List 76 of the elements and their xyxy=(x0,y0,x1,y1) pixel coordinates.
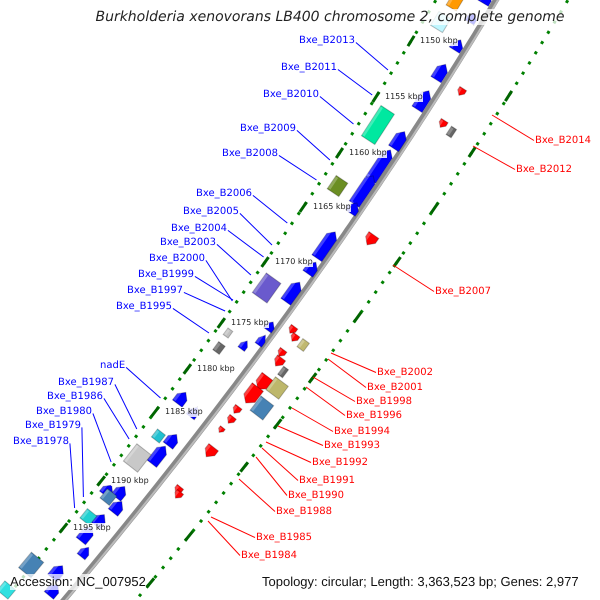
leader-line xyxy=(328,358,366,388)
gene-label: Bxe_B2002 xyxy=(377,366,433,379)
leader-line xyxy=(312,376,356,402)
gene-label: nadE xyxy=(100,359,126,372)
tick-label: 1165 kbp xyxy=(313,202,351,212)
gene-label: Bxe_B2006 xyxy=(196,187,252,200)
gene-label: Bxe_B2000 xyxy=(149,252,205,265)
gene-label: Bxe_B2011 xyxy=(281,61,337,74)
leader-line xyxy=(278,426,324,446)
tick-label: 1155 kbp xyxy=(385,92,423,102)
gene-label: Bxe_B1979 xyxy=(25,419,81,432)
leader-line xyxy=(392,264,434,292)
gene-label: Bxe_B2012 xyxy=(516,163,572,176)
leader-line xyxy=(238,478,276,512)
gene-label: Bxe_B2001 xyxy=(367,381,423,394)
gene-label: Bxe_B1990 xyxy=(288,489,344,502)
leader-line xyxy=(256,456,288,496)
gene-label: Bxe_B2007 xyxy=(435,285,491,298)
leader-line xyxy=(103,398,130,440)
leader-line xyxy=(205,260,233,302)
gene-label: Bxe_B2008 xyxy=(222,147,278,160)
gene-label: Bxe_B2003 xyxy=(160,236,216,249)
gene-label: Bxe_B2010 xyxy=(263,88,319,101)
leader-line xyxy=(216,244,252,276)
tick-label: 1185 kbp xyxy=(165,407,203,417)
leader-line xyxy=(114,384,138,430)
gene-label: Bxe_B1998 xyxy=(356,395,412,408)
leader-line xyxy=(292,408,334,432)
leader-line xyxy=(252,194,288,224)
gene-label: Bxe_B1995 xyxy=(116,300,172,313)
leader-line xyxy=(319,96,354,124)
leader-line xyxy=(210,516,256,538)
gene-label: Bxe_B2014 xyxy=(535,134,591,147)
gene-label: Bxe_B1992 xyxy=(312,456,368,469)
gene-label: Bxe_B1978 xyxy=(13,435,69,448)
leader-line xyxy=(266,442,312,463)
gene-label: Bxe_B2004 xyxy=(171,222,227,235)
leader-line xyxy=(208,520,240,556)
gene-label: Bxe_B2013 xyxy=(299,34,355,47)
gene-label: Bxe_B1987 xyxy=(58,376,114,389)
leader-line xyxy=(306,386,346,416)
leader-line xyxy=(81,426,84,498)
gene-label: Bxe_B1988 xyxy=(276,505,332,518)
tick-label: 1180 kbp xyxy=(197,364,235,374)
gene-label: Bxe_B1986 xyxy=(47,390,103,403)
tick-label: 1160 kbp xyxy=(349,148,387,158)
leader-line xyxy=(183,292,226,312)
gene-label: Bxe_B1999 xyxy=(138,268,194,281)
leader-line xyxy=(194,276,234,300)
gene-label: Bxe_B1984 xyxy=(241,549,297,562)
leader-line xyxy=(355,42,388,70)
leader-line xyxy=(330,352,376,373)
tick-label: 1175 kbp xyxy=(231,318,269,328)
leader-line xyxy=(126,366,161,398)
leader-line xyxy=(172,308,210,334)
leader-line xyxy=(69,442,76,508)
genome-info-note: Topology: circular; Length: 3,363,523 bp; Genes: 2,977 xyxy=(262,574,579,590)
leader-line xyxy=(92,412,112,462)
gene-label: Bxe_B1991 xyxy=(299,474,355,487)
gene-label: Bxe_B2005 xyxy=(183,205,239,218)
leader-line xyxy=(227,230,264,258)
leader-line xyxy=(278,154,317,180)
leader-line xyxy=(262,448,298,481)
leader-line xyxy=(337,69,373,96)
leader-line xyxy=(472,146,516,170)
gene-label: Bxe_B1993 xyxy=(324,439,380,452)
gene-label: Bxe_B2009 xyxy=(240,122,296,135)
tick-label: 1150 kbp xyxy=(420,36,458,46)
gene-label: Bxe_B1985 xyxy=(256,531,312,544)
leader-line xyxy=(492,114,534,141)
leader-line xyxy=(296,130,330,160)
gene-label: Bxe_B1997 xyxy=(127,284,183,297)
gene-label: Bxe_B1996 xyxy=(346,409,402,422)
gene-label: Bxe_B1994 xyxy=(334,425,390,438)
gene-label: Bxe_B1980 xyxy=(36,405,92,418)
leader-line xyxy=(239,212,272,246)
